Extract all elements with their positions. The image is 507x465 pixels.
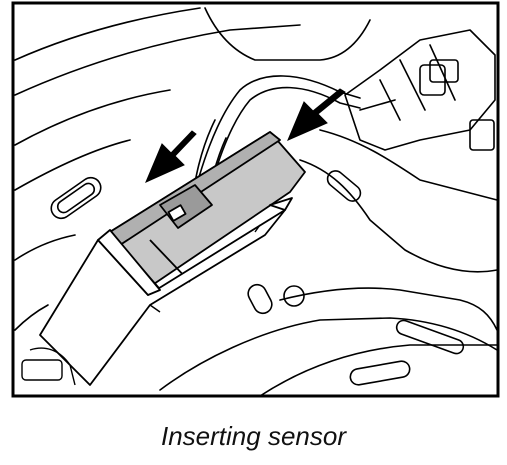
housing-slot <box>56 182 96 214</box>
housing-slot <box>326 170 362 202</box>
connector-housing <box>344 29 496 151</box>
housing-contour <box>279 287 498 331</box>
housing-contour <box>159 317 498 391</box>
housing-slot <box>349 360 411 386</box>
housing-slot <box>395 319 465 355</box>
housing-contour <box>299 159 498 273</box>
housing-slot <box>50 176 102 220</box>
sensor-bracket-edge <box>97 229 161 296</box>
housing-slot <box>247 283 273 315</box>
housing-contour <box>204 7 371 61</box>
sensor-plug-window <box>167 204 187 222</box>
housing-contour <box>319 129 498 201</box>
connector-detail <box>359 44 456 121</box>
sensor-wire <box>189 75 361 211</box>
housing-slot <box>21 359 63 381</box>
housing-contour <box>14 234 76 261</box>
bracket-rail <box>149 224 261 313</box>
down-left-arrow-icon <box>287 88 346 141</box>
housing-contour <box>14 304 49 331</box>
housing-contour <box>29 347 76 386</box>
housing-contour <box>14 7 301 96</box>
housing-slot <box>429 59 459 83</box>
housing-contour <box>259 344 498 397</box>
down-left-arrow-icon <box>145 130 197 183</box>
connector-pin <box>419 64 446 96</box>
sensor-bracket-lip <box>269 197 293 211</box>
housing-hole <box>283 285 305 307</box>
housing-slot <box>469 119 495 151</box>
figure-caption: Inserting sensor <box>161 421 346 451</box>
housing-contour <box>14 89 171 191</box>
sensor-insertion-illustration <box>11 1 500 398</box>
